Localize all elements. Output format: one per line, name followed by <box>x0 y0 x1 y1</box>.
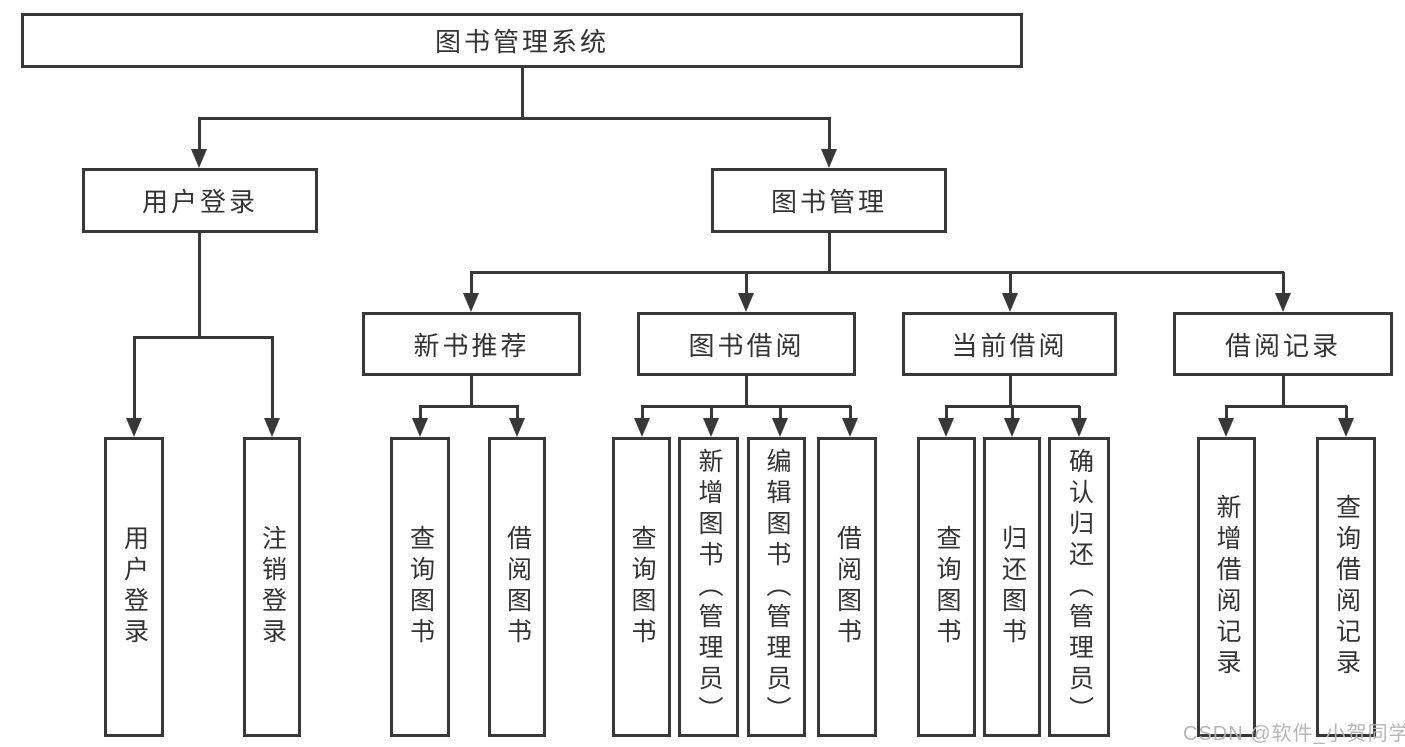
node-leaf-confirm-return-admin: 确认归还（管理员） <box>1048 437 1110 737</box>
node-leaf-borrow-book-recommend: 借阅图书 <box>488 437 546 737</box>
down-arrow-icon <box>509 406 525 437</box>
leaf-label: 借阅图书 <box>503 525 532 649</box>
node-leaf-query-book-current: 查询图书 <box>917 437 976 737</box>
leaf-label: 归还图书 <box>998 525 1027 649</box>
node-book-management-label: 图书管理 <box>770 187 887 217</box>
node-leaf-logout: 注销登录 <box>243 437 301 737</box>
down-arrow-icon <box>1071 406 1087 437</box>
down-arrow-icon <box>463 272 479 312</box>
node-book-borrow-label: 图书借阅 <box>688 330 805 361</box>
node-leaf-user-login: 用户登录 <box>104 437 164 737</box>
connector-new-book-drop <box>470 376 473 406</box>
down-arrow-icon <box>821 118 837 168</box>
connector-book-management-drop <box>828 233 831 272</box>
leaf-label: 编辑图书（管理员） <box>763 447 791 727</box>
connector-level1-branch <box>198 117 831 120</box>
node-leaf-borrow-book: 借阅图书 <box>817 437 877 737</box>
leaf-label: 新增图书（管理员） <box>695 447 723 727</box>
down-arrow-icon <box>938 406 954 437</box>
node-new-book-recommend: 新书推荐 <box>362 312 581 376</box>
leaf-label: 查询借阅记录 <box>1332 494 1361 680</box>
node-leaf-query-book-borrow: 查询图书 <box>612 437 671 737</box>
node-book-management: 图书管理 <box>711 168 947 233</box>
node-user-login-label: 用户登录 <box>141 187 258 217</box>
down-arrow-icon <box>1002 272 1018 312</box>
down-arrow-icon <box>842 406 858 437</box>
down-arrow-icon <box>703 406 719 437</box>
connector-borrow-record-branch <box>1225 405 1347 408</box>
node-user-login: 用户登录 <box>82 168 318 233</box>
down-arrow-icon <box>1004 406 1020 437</box>
node-current-borrow-label: 当前借阅 <box>951 330 1068 361</box>
node-borrow-record: 借阅记录 <box>1173 312 1393 376</box>
node-leaf-add-borrow-record: 新增借阅记录 <box>1197 437 1256 737</box>
leaf-label: 注销登录 <box>258 525 287 649</box>
node-borrow-record-label: 借阅记录 <box>1224 330 1341 361</box>
node-leaf-return-book: 归还图书 <box>983 437 1041 737</box>
node-leaf-query-book-recommend: 查询图书 <box>390 437 450 737</box>
connector-user-login-branch <box>133 336 274 339</box>
down-arrow-icon <box>738 272 754 312</box>
down-arrow-icon <box>1218 406 1234 437</box>
node-current-borrow: 当前借阅 <box>902 312 1117 376</box>
node-leaf-add-book-admin: 新增图书（管理员） <box>678 437 739 737</box>
leaf-label: 查询图书 <box>933 525 961 649</box>
node-root: 图书管理系统 <box>21 13 1023 68</box>
down-arrow-icon <box>412 406 428 437</box>
leaf-label: 查询图书 <box>628 525 656 649</box>
node-new-book-recommend-label: 新书推荐 <box>413 330 530 361</box>
node-leaf-query-borrow-record: 查询借阅记录 <box>1316 437 1376 737</box>
leaf-label: 用户登录 <box>120 525 149 649</box>
connector-user-login-drop <box>198 233 201 337</box>
down-arrow-icon <box>1275 272 1291 312</box>
down-arrow-icon <box>191 118 207 168</box>
node-leaf-edit-book-admin: 编辑图书（管理员） <box>747 437 806 737</box>
leaf-label: 确认归还（管理员） <box>1065 447 1094 727</box>
down-arrow-icon <box>1338 406 1354 437</box>
node-root-label: 图书管理系统 <box>434 27 609 57</box>
leaf-label: 新增借阅记录 <box>1213 494 1241 680</box>
down-arrow-icon <box>126 337 142 437</box>
leaf-label: 借阅图书 <box>833 525 862 649</box>
down-arrow-icon <box>772 406 788 437</box>
down-arrow-icon <box>264 337 280 437</box>
down-arrow-icon <box>634 406 650 437</box>
watermark: CSDN @软件_小贺同学 <box>1183 723 1405 745</box>
connector-root-drop <box>521 68 524 118</box>
connector-new-book-branch <box>419 405 519 408</box>
leaf-label: 查询图书 <box>406 525 435 649</box>
connector-current-borrow-drop <box>1009 376 1012 406</box>
connector-borrow-record-drop <box>1282 376 1285 406</box>
connector-book-borrow-branch <box>641 405 851 408</box>
node-book-borrow: 图书借阅 <box>637 312 856 376</box>
connector-level3-branch <box>470 271 1284 274</box>
connector-book-borrow-drop <box>745 376 748 406</box>
